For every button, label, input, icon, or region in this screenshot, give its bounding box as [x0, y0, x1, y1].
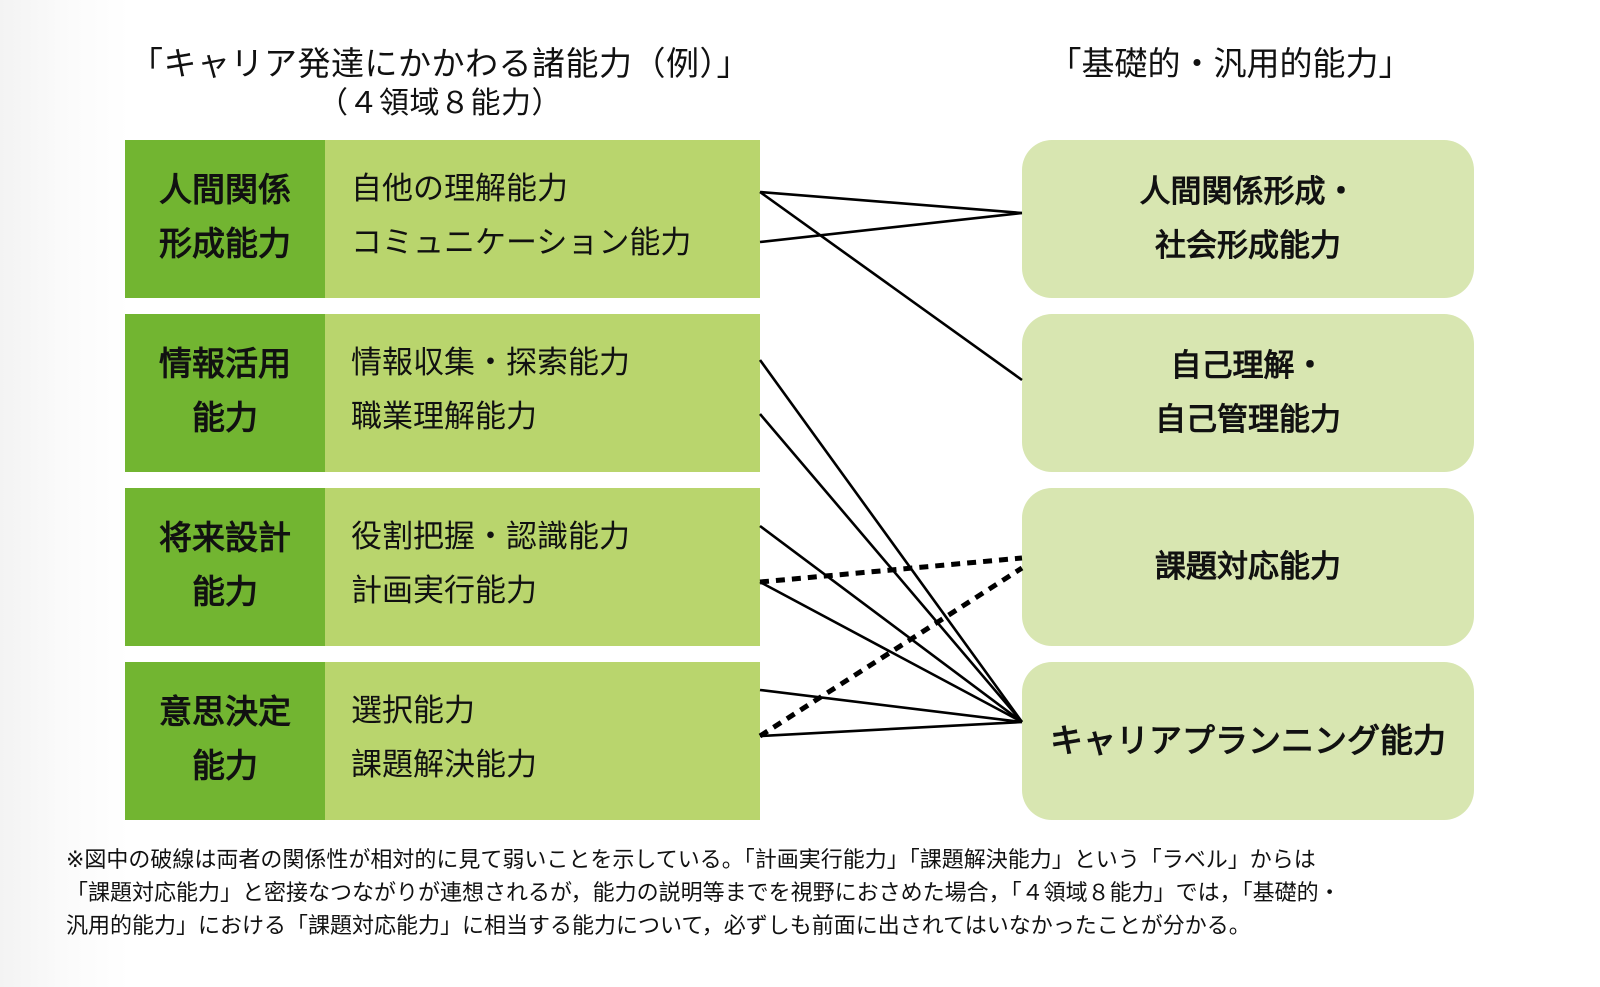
ability-item: 自他の理解能力: [351, 171, 568, 207]
domain-header-line: 能力: [192, 572, 258, 611]
domain-box-decision-making: 意思決定 能力 選択能力 課題解決能力: [125, 662, 760, 820]
ability-item: 情報収集・探索能力: [351, 345, 630, 381]
footnote-line: 「課題対応能力」と密接なつながりが連想されるが，能力の説明等までを視野におさめた…: [66, 881, 1341, 906]
domain-items: 役割把握・認識能力 計画実行能力: [325, 488, 760, 646]
left-title-main: 「キャリア発達にかかわる諸能力（例）」: [130, 44, 750, 83]
footnote-line: 汎用的能力」における「課題対応能力」に相当する能力について，必ずしも前面に出され…: [66, 914, 1251, 939]
basic-ability-line: 自己管理能力: [1155, 402, 1341, 438]
solid-link-line: [759, 720, 1023, 738]
ability-item: 職業理解能力: [351, 399, 537, 435]
solid-link-line: [759, 524, 1023, 724]
solid-link-line: [759, 190, 1023, 215]
domain-box-information: 情報活用 能力 情報収集・探索能力 職業理解能力: [125, 314, 760, 472]
domain-header: 情報活用 能力: [125, 314, 325, 472]
solid-link-line: [759, 190, 1023, 382]
domain-header-line: 能力: [192, 398, 258, 437]
domain-header-line: 人間関係: [159, 170, 291, 209]
ability-item: 役割把握・認識能力: [351, 519, 630, 555]
dashed-link-line: [759, 555, 1023, 585]
basic-ability-box-career-planning: キャリアプランニング能力: [1022, 662, 1474, 820]
domain-header: 意思決定 能力: [125, 662, 325, 820]
domain-header: 将来設計 能力: [125, 488, 325, 646]
left-title: 「キャリア発達にかかわる諸能力（例）」 （４領域８能力）: [110, 44, 770, 124]
domain-header-line: 意思決定: [159, 692, 291, 731]
ability-item: 計画実行能力: [351, 573, 537, 609]
ability-item: 課題解決能力: [351, 747, 537, 783]
solid-link-line: [759, 413, 1023, 723]
right-title: 「基礎的・汎用的能力」: [1048, 44, 1412, 83]
basic-ability-line: 社会形成能力: [1155, 228, 1341, 264]
footnote-line: ※図中の破線は両者の関係性が相対的に見て弱いことを示している。「計画実行能力」「…: [66, 848, 1316, 873]
footnote: ※図中の破線は両者の関係性が相対的に見て弱いことを示している。「計画実行能力」「…: [66, 844, 1546, 943]
domain-box-future-design: 将来設計 能力 役割把握・認識能力 計画実行能力: [125, 488, 760, 646]
basic-ability-line: 人間関係形成・: [1139, 174, 1357, 210]
basic-ability-line: キャリアプランニング能力: [1050, 721, 1446, 760]
domain-box-human-relations: 人間関係 形成能力 自他の理解能力 コミュニケーション能力: [125, 140, 760, 298]
solid-link-line: [759, 580, 1023, 724]
domain-header: 人間関係 形成能力: [125, 140, 325, 298]
left-title-sub: （４領域８能力）: [318, 86, 562, 121]
basic-ability-line: 自己理解・: [1170, 348, 1326, 384]
domain-items: 選択能力 課題解決能力: [325, 662, 760, 820]
solid-link-line: [759, 211, 1023, 244]
domain-items: 自他の理解能力 コミュニケーション能力: [325, 140, 760, 298]
domain-header-line: 情報活用: [159, 344, 291, 383]
solid-link-line: [759, 688, 1023, 724]
solid-link-line: [758, 359, 1024, 723]
domain-header-line: 能力: [192, 746, 258, 785]
domain-items: 情報収集・探索能力 職業理解能力: [325, 314, 760, 472]
ability-item: 選択能力: [351, 693, 475, 729]
basic-ability-line: 課題対応能力: [1155, 549, 1341, 585]
domain-header-line: 将来設計: [159, 518, 291, 557]
basic-ability-box-task: 課題対応能力: [1022, 488, 1474, 646]
dashed-link-line: [758, 565, 1024, 739]
basic-ability-box-self: 自己理解・ 自己管理能力: [1022, 314, 1474, 472]
ability-item: コミュニケーション能力: [351, 225, 692, 261]
domain-header-line: 形成能力: [159, 224, 291, 263]
basic-ability-box-social: 人間関係形成・ 社会形成能力: [1022, 140, 1474, 298]
